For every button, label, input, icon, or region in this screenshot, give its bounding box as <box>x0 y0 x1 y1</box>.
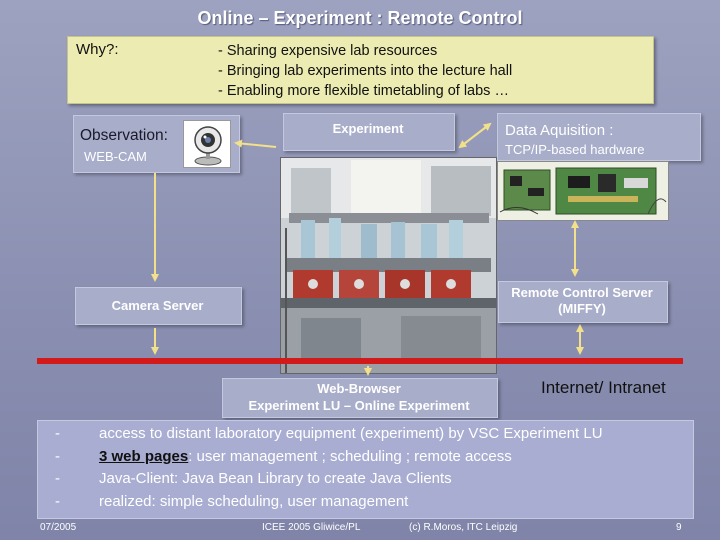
bullet-dash: - <box>55 470 60 487</box>
camera-server-label: Camera Server <box>111 298 204 313</box>
bullet-item: - realized: simple scheduling, user manag… <box>55 491 603 514</box>
bullet-text: : user management ; scheduling ; remote … <box>188 447 512 465</box>
footer-page-number: 9 <box>676 522 682 533</box>
footer-conference: ICEE 2005 Gliwice/PL <box>262 522 361 533</box>
arrow-experiment-to-webcam <box>234 139 277 148</box>
web-browser-subtitle: Experiment LU – Online Experiment <box>248 398 470 413</box>
camera-server-box <box>75 287 242 325</box>
bullets-box <box>37 420 694 519</box>
network-label: Internet/ Intranet <box>541 378 666 397</box>
bullet-dash: - <box>55 425 60 442</box>
remote-control-server-label: Remote Control Server (MIFFY) <box>498 285 666 317</box>
why-label: Why?: <box>76 41 119 58</box>
remote-control-server-box <box>498 281 668 323</box>
why-list: - Sharing expensive lab resources - Brin… <box>218 41 512 101</box>
web-browser-title: Web-Browser <box>317 381 401 396</box>
observation-label: Observation: <box>80 127 168 144</box>
lab-equipment-photo <box>280 157 497 374</box>
remote-control-server-title: Remote Control Server <box>511 285 653 300</box>
data-acquisition-label: Data Aquisition : <box>505 122 614 139</box>
bullet-item: - 3 web pages: user management ; scheduli… <box>55 446 603 469</box>
bullet-text: realized: simple scheduling, user manage… <box>99 492 409 510</box>
bullet-text: access to distant laboratory equipment (… <box>99 425 603 442</box>
bullet-dash: - <box>55 447 60 465</box>
network-line <box>37 358 683 364</box>
experiment-label: Experiment <box>332 121 404 136</box>
data-acquisition-box <box>497 113 701 161</box>
webcam-label: WEB-CAM <box>84 149 147 164</box>
data-acquisition-sub: TCP/IP-based hardware <box>505 142 645 157</box>
arrow-daq-to-experiment <box>458 123 491 149</box>
why-line: - Bringing lab experiments into the lect… <box>218 63 513 79</box>
slide-title: Online – Experiment : Remote Control <box>197 8 523 28</box>
circuit-board-photo <box>497 161 669 221</box>
webcam-icon <box>183 120 231 168</box>
bullet-item: - access to distant laboratory equipment … <box>55 423 603 446</box>
why-line: - Sharing expensive lab resources <box>218 43 438 59</box>
bullet-dash: - <box>55 492 60 510</box>
bullet-item: - Java-Client: Java Bean Library to creat… <box>55 468 603 491</box>
footer-date: 07/2005 <box>40 522 77 533</box>
footer-author: (c) R.Moros, ITC Leipzig <box>409 522 518 533</box>
web-browser-label: Web-Browser Experiment LU – Online Exper… <box>222 380 496 414</box>
why-line: - Enabling more flexible timetabling of … <box>218 83 509 99</box>
experiment-box <box>283 113 455 151</box>
bullet-list: - access to distant laboratory equipment … <box>55 423 603 513</box>
web-browser-box <box>222 378 498 418</box>
remote-control-server-name: (MIFFY) <box>558 301 606 316</box>
why-box <box>67 36 654 104</box>
bullet-text: Java-Client: Java Bean Library to create… <box>99 470 452 487</box>
bullet-emphasis: 3 web pages <box>99 447 189 465</box>
